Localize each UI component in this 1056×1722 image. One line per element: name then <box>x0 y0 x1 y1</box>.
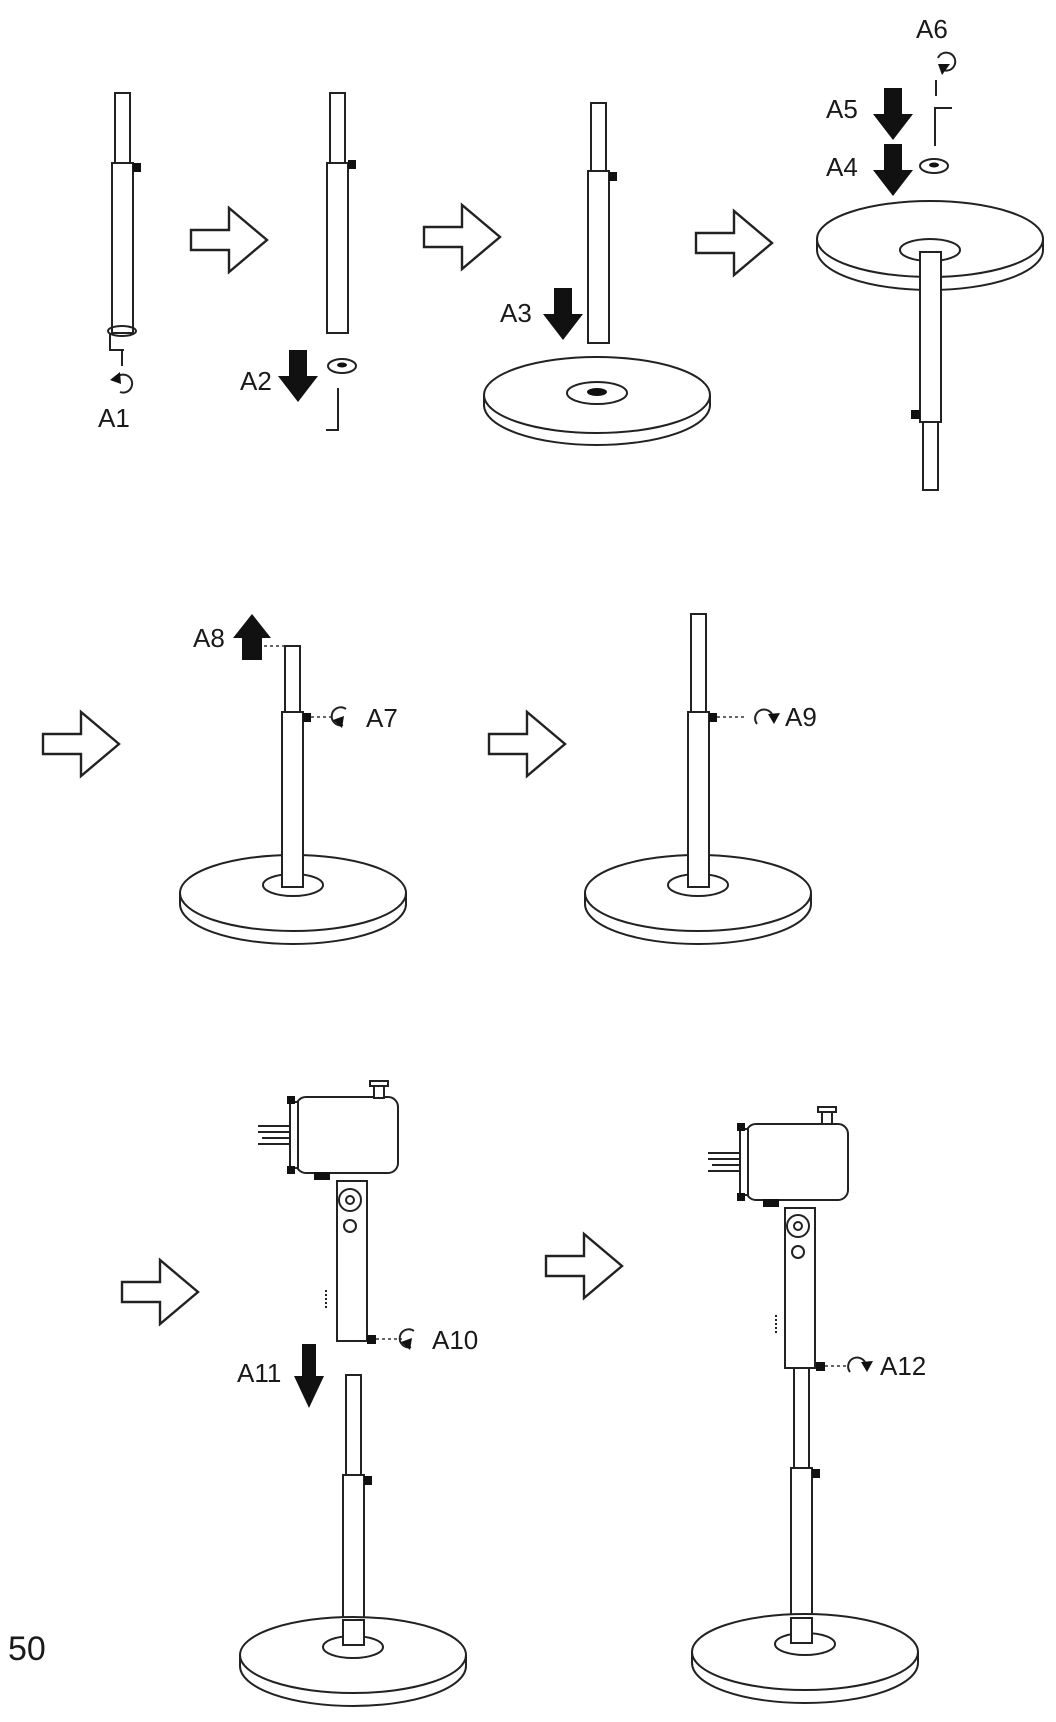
panel-step-4: A6 A5 A4 <box>816 14 1044 491</box>
step-label-a6: A6 <box>916 14 948 44</box>
motor-housing <box>745 1123 849 1201</box>
base-plate <box>691 1613 919 1691</box>
base-plate <box>239 1616 467 1694</box>
step-label-a1: A1 <box>98 403 130 433</box>
solid-up-arrow-icon <box>233 614 271 660</box>
pole-inner-tube <box>590 102 607 172</box>
panel-step-7: A10 A11 <box>237 1080 478 1707</box>
allen-key-icon <box>326 388 339 431</box>
hollow-right-arrow-icon <box>422 203 502 271</box>
rotate-cw-icon <box>937 51 957 72</box>
lock-knob <box>609 172 617 181</box>
washer-icon <box>107 325 137 337</box>
hollow-right-arrow-icon <box>189 206 269 274</box>
hollow-right-arrow-icon <box>544 1232 624 1300</box>
fan-motor-head <box>258 1080 399 1342</box>
pole-outer-tube <box>587 170 610 344</box>
pole-inner-tube <box>345 1374 362 1476</box>
lock-knob <box>133 163 141 172</box>
pole-inner-tube <box>690 613 707 713</box>
page-number: 50 <box>8 1630 46 1668</box>
lock-knob <box>367 1335 376 1344</box>
lock-knob <box>709 713 717 722</box>
pole-inner-tube <box>284 645 301 713</box>
hollow-right-arrow-icon <box>487 710 567 778</box>
lock-knob <box>911 410 920 419</box>
step-label-a3: A3 <box>500 298 532 328</box>
lock-knob <box>816 1362 825 1371</box>
step-label-a11: A11 <box>237 1358 281 1388</box>
pole-outer-tube <box>919 251 942 423</box>
step-label-a4: A4 <box>826 152 858 182</box>
panel-step-8: A12 <box>691 1106 926 1704</box>
pole-outer-tube <box>281 711 304 888</box>
step-label-a10: A10 <box>432 1325 478 1355</box>
panel-step-2: A2 <box>240 92 357 431</box>
lock-knob <box>364 1476 372 1485</box>
panel-step-3: A3 <box>483 102 711 446</box>
lock-knob <box>303 713 311 722</box>
step-label-a8: A8 <box>193 623 225 653</box>
rotate-ccw-icon <box>116 373 134 394</box>
motor-housing <box>295 1096 399 1174</box>
pole-outer-tube <box>326 162 349 334</box>
lock-knob <box>348 160 356 169</box>
panel-step-1: A1 <box>98 92 141 433</box>
pole-outer-tube <box>790 1467 813 1637</box>
pole-outer-tube <box>111 162 134 334</box>
step-label-a5: A5 <box>826 94 858 124</box>
allen-key-icon <box>109 333 124 351</box>
lock-knob <box>812 1469 820 1478</box>
step-label-a9: A9 <box>785 702 817 732</box>
solid-down-arrow-icon <box>543 288 583 340</box>
rotate-cw-icon <box>754 708 774 725</box>
fan-motor-head <box>708 1106 849 1369</box>
pole-inner-tube <box>329 92 346 164</box>
panel-step-5: A7 A8 <box>179 614 407 945</box>
rotate-cw-icon <box>847 1356 867 1373</box>
solid-down-arrow-icon <box>294 1344 324 1408</box>
step-label-a2: A2 <box>240 366 272 396</box>
hollow-right-arrow-icon <box>41 710 121 778</box>
hollow-right-arrow-icon <box>120 1258 200 1326</box>
pole-inner-tube <box>793 1367 810 1469</box>
solid-down-arrow-icon <box>873 144 913 196</box>
allen-key-icon <box>934 107 952 146</box>
hollow-right-arrow-icon <box>694 209 774 277</box>
step-label-a7: A7 <box>366 703 398 733</box>
pole-outer-tube <box>687 711 710 888</box>
pole-inner-tube <box>114 92 131 164</box>
solid-down-arrow-icon <box>278 350 318 402</box>
step-label-a12: A12 <box>880 1351 926 1381</box>
solid-down-arrow-icon <box>873 88 913 140</box>
pole-inner-tube <box>922 421 939 491</box>
panel-step-6: A9 <box>584 613 817 945</box>
